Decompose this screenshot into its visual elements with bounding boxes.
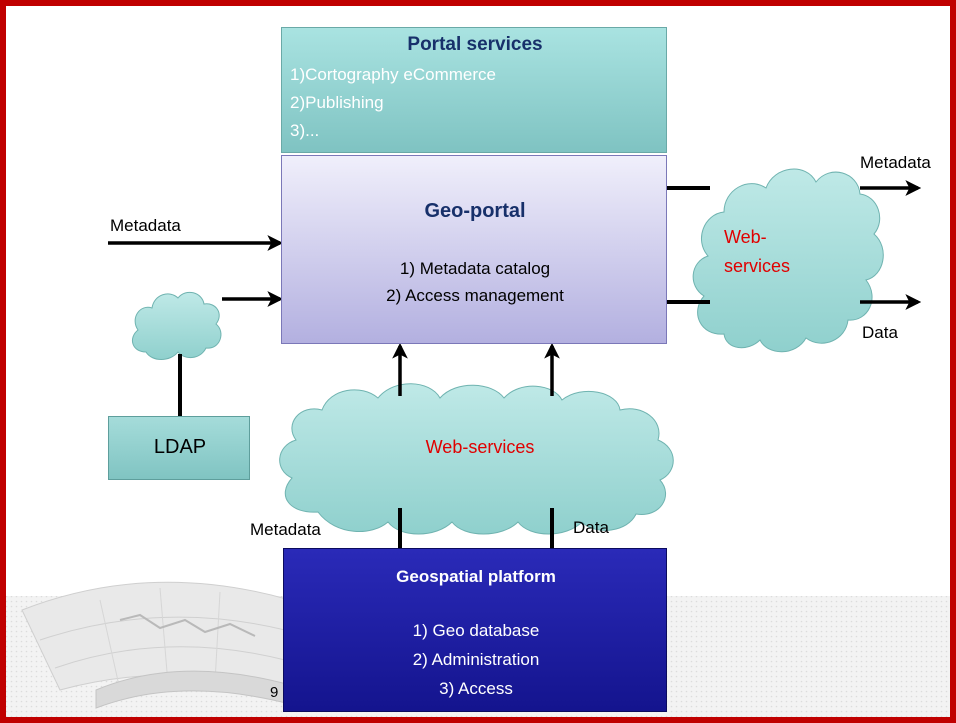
globe-map-decoration (21, 581, 291, 709)
right-cloud-shape (692, 168, 884, 353)
geospatial-platform-title: Geospatial platform (396, 567, 556, 586)
geospatial-platform-item-1: 1) Geo database (412, 621, 540, 640)
portal-services-item-1: 1)Cortography eCommerce (290, 65, 496, 84)
metadata-in-label: Metadata (110, 216, 181, 235)
geospatial-platform-item-3: 3) Access (439, 679, 513, 698)
web-services-bottom-label: Web-services (425, 437, 535, 457)
portal-services-item-2: 2)Publishing (290, 93, 384, 112)
portal-services-item-3: 3)... (290, 121, 320, 140)
web-services-right-label-line1: Web- (724, 227, 767, 247)
geo-portal-box: Geo-portal 1) Metadata catalog 2) Access… (281, 155, 667, 344)
data-up-label: Data (573, 518, 609, 537)
geospatial-platform-item-2: 2) Administration (412, 650, 540, 669)
geo-portal-item-1: 1) Metadata catalog (399, 259, 551, 278)
bottom-cloud-shape (279, 383, 674, 535)
data-out-label: Data (862, 323, 898, 342)
geospatial-platform-box: Geospatial platform 1) Geo database 2) A… (283, 548, 667, 712)
metadata-out-label: Metadata (860, 153, 931, 172)
geo-portal-title: Geo-portal (424, 200, 526, 222)
left-cloud-shape (131, 291, 222, 360)
web-services-right-label-line2: services (724, 256, 791, 276)
portal-services-title: Portal services (407, 34, 543, 55)
portal-services-box: Portal services 1)Cortography eCommerce … (281, 27, 667, 153)
ldap-label: LDAP (153, 436, 207, 458)
page-number: 9 (270, 684, 279, 701)
geo-portal-item-2: 2) Access management (386, 286, 564, 305)
metadata-up-label: Metadata (250, 520, 321, 539)
ldap-box: LDAP (108, 416, 250, 480)
